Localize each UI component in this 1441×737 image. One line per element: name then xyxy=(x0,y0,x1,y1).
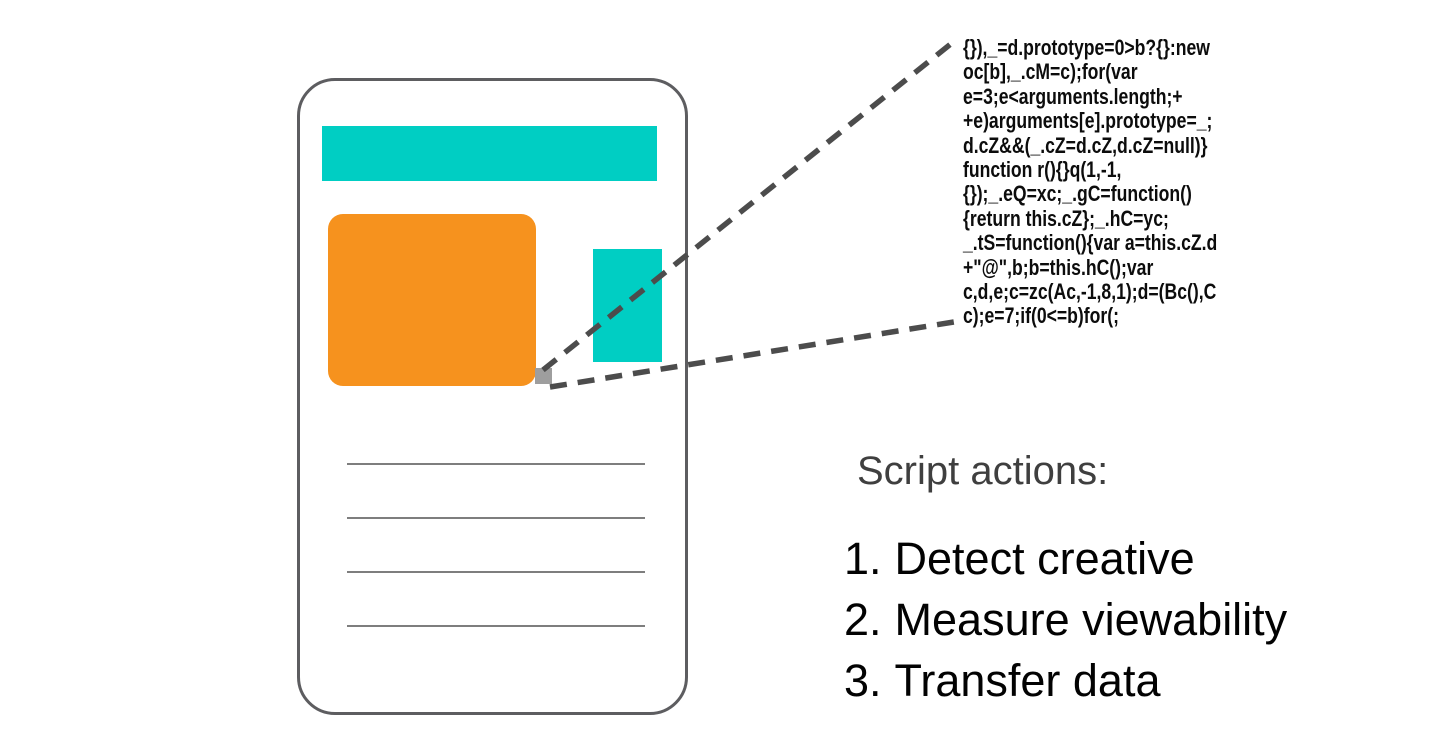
code-line: {return this.cZ};_.hC=yc; xyxy=(963,205,1169,231)
code-line: oc[b],_.cM=c);for(var xyxy=(963,59,1138,85)
text-placeholder-line xyxy=(347,463,645,465)
page-header-block xyxy=(322,126,657,181)
ad-creative-block xyxy=(328,214,536,386)
code-line: c,d,e;c=zc(Ac,-1,8,1);d=(Bc(),C xyxy=(963,279,1217,305)
item-label: Detect creative xyxy=(894,533,1195,584)
script-actions-list: 1.Detect creative 2.Measure viewability … xyxy=(844,528,1287,711)
item-number: 2. xyxy=(844,594,882,645)
text-placeholder-line xyxy=(347,517,645,519)
code-line: d.cZ&&(_.cZ=d.cZ,d.cZ=null)} xyxy=(963,132,1208,158)
code-line: +e)arguments[e].prototype=_; xyxy=(963,108,1213,134)
item-label: Transfer data xyxy=(894,655,1161,706)
code-line: +"@",b;b=this.hC();var xyxy=(963,254,1154,280)
text-placeholder-line xyxy=(347,625,645,627)
script-actions-title: Script actions: xyxy=(857,449,1109,493)
item-label: Measure viewability xyxy=(894,594,1288,645)
tracking-pixel-square xyxy=(535,368,552,384)
code-line: _.tS=function(){var a=this.cZ.d xyxy=(963,230,1218,256)
code-line: function r(){}q(1,-1, xyxy=(963,157,1122,183)
script-action-item: 3.Transfer data xyxy=(844,650,1287,711)
code-line: c);e=7;if(0<=b)for(; xyxy=(963,303,1119,329)
script-action-item: 2.Measure viewability xyxy=(844,589,1287,650)
code-line: e=3;e<arguments.length;+ xyxy=(963,83,1183,109)
script-action-item: 1.Detect creative xyxy=(844,528,1287,589)
obfuscated-script-code: {}),_=d.prototype=0>b?{}:new oc[b],_.cM=… xyxy=(963,35,1218,329)
code-line: {});_.eQ=xc;_.gC=function() xyxy=(963,181,1192,207)
code-line: {}),_=d.prototype=0>b?{}:new xyxy=(963,35,1210,60)
item-number: 3. xyxy=(844,655,882,706)
side-content-block xyxy=(593,249,662,362)
item-number: 1. xyxy=(844,533,882,584)
phone-wireframe xyxy=(297,78,688,715)
text-placeholder-line xyxy=(347,571,645,573)
